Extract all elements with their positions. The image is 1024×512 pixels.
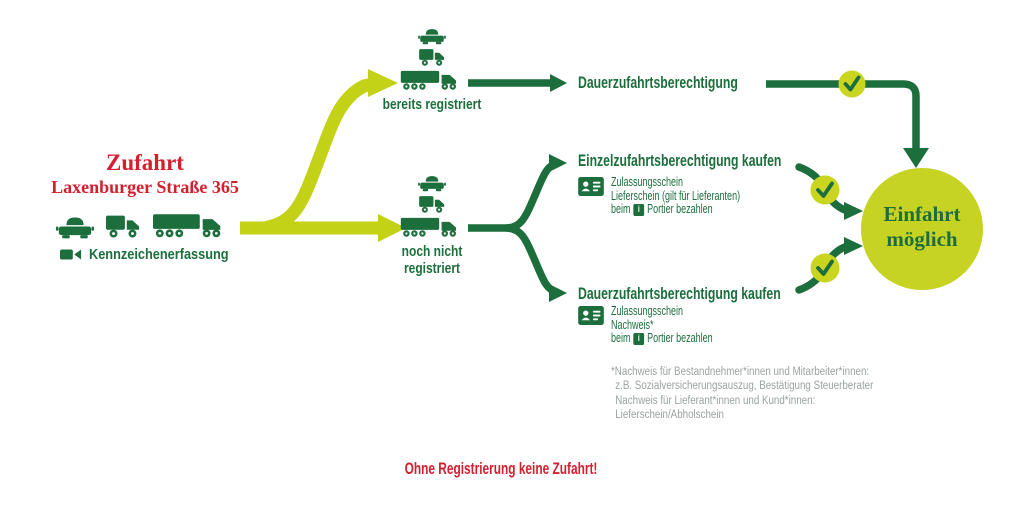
warning-text: Ohne Registrierung keine Zufahrt! bbox=[404, 460, 598, 478]
page-title: Zufahrt bbox=[106, 150, 184, 175]
checkmark-icon bbox=[810, 253, 840, 283]
plate-capture: Kennzeichenerfassung bbox=[60, 246, 253, 263]
entry-vehicle-icons bbox=[56, 212, 230, 240]
delivery-van-icon bbox=[105, 215, 140, 238]
pay-at-gate-line: beim i Portier bezahlen bbox=[611, 202, 713, 216]
detail-line: Nachweis* bbox=[611, 317, 654, 332]
unregistered-label: noch nicht registriert bbox=[401, 243, 463, 277]
entry-title-block: Zufahrt Laxenburger Straße 365 bbox=[35, 150, 255, 198]
footnote-line: Nachweis für Lieferant*innen und Kund*in… bbox=[615, 394, 816, 407]
registered-vehicle-icons bbox=[397, 27, 467, 92]
semi-truck-icon bbox=[400, 217, 456, 237]
car-icon bbox=[56, 217, 94, 239]
id-card-icon bbox=[578, 177, 604, 196]
page-subtitle: Laxenburger Straße 365 bbox=[51, 177, 239, 197]
detail-line: Lieferschein (gilt für Lieferanten) bbox=[611, 188, 741, 203]
buy-single-title: Einzelzufahrtsberechtigung kaufen bbox=[578, 151, 782, 170]
flow-arrow-heads bbox=[549, 74, 929, 302]
checkmark-icon bbox=[810, 175, 840, 205]
result-circle bbox=[861, 168, 983, 290]
video-camera-icon bbox=[60, 249, 82, 260]
unregistered-vehicle-icons bbox=[397, 174, 467, 239]
info-icon: i bbox=[633, 203, 645, 216]
car-icon bbox=[418, 176, 446, 192]
buy-single-details: Zulassungsschein Lieferschein (gilt für … bbox=[611, 175, 741, 217]
registered-label: bereits registriert bbox=[382, 96, 482, 113]
footnote: *Nachweis für Bestandnehmer*innen und Mi… bbox=[611, 365, 873, 423]
plate-capture-label: Kennzeichenerfassung bbox=[89, 246, 229, 263]
result-line-1: Einfahrt bbox=[883, 202, 961, 226]
pay-at-gate-line: beim i Portier bezahlen bbox=[611, 331, 713, 345]
footnote-line: z.B. Sozialversicherungsauszug, Bestätig… bbox=[615, 380, 874, 393]
checkmark-icon bbox=[838, 70, 866, 98]
detail-line: Zulassungsschein bbox=[611, 175, 684, 189]
footnote-line: Lieferschein/Abholschein bbox=[615, 409, 724, 422]
buy-permanent-details: Zulassungsschein Nachweis* beim i Portie… bbox=[611, 304, 713, 346]
delivery-van-icon bbox=[419, 49, 445, 66]
buy-permanent-title: Dauerzufahrtsberechtigung kaufen bbox=[578, 284, 781, 303]
arrow-head-to-registered bbox=[368, 69, 398, 97]
footnote-line: *Nachweis für Bestandnehmer*innen und Mi… bbox=[611, 366, 870, 378]
info-icon: i bbox=[633, 332, 645, 345]
result-line-2: möglich bbox=[886, 227, 958, 251]
semi-truck-icon bbox=[152, 214, 221, 238]
result-circle-label: Einfahrt möglich bbox=[860, 202, 984, 252]
entry-arrows bbox=[240, 77, 382, 235]
permanent-access-label: Dauerzufahrtsberechtigung bbox=[578, 73, 738, 92]
car-icon bbox=[418, 29, 446, 45]
arrow-head-to-unregistered bbox=[378, 214, 406, 242]
id-card-icon bbox=[578, 306, 604, 325]
delivery-van-icon bbox=[419, 196, 445, 213]
detail-line: Zulassungsschein bbox=[611, 304, 684, 318]
semi-truck-icon bbox=[400, 70, 456, 90]
